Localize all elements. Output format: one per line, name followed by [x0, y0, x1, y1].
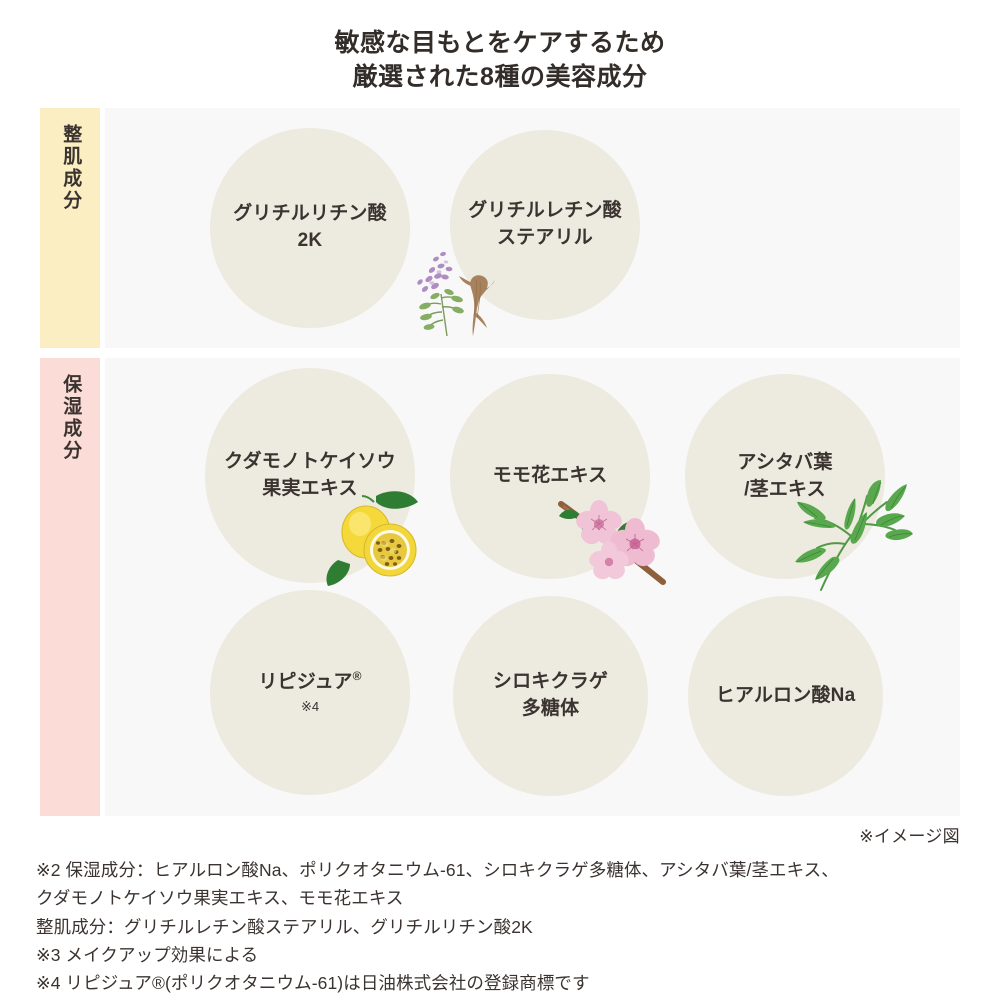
- category-band-seiki: 整肌成分: [40, 108, 100, 348]
- category-section-seiki: 整肌成分 グリチルリチン酸 2K グリチルレチン酸 ステアリル: [40, 108, 960, 348]
- ingredient-circle-tremella-polysaccharide[interactable]: シロキクラゲ 多糖体: [453, 596, 648, 796]
- page-title-line-2: 厳選された8種の美容成分: [352, 63, 648, 91]
- category-band-hoshitsu: 保湿成分: [40, 358, 100, 816]
- page-title-line-1: 敏感な目もとをケアするため: [334, 29, 666, 57]
- ingredient-name-line-1: グリチルレチン酸: [468, 200, 622, 222]
- ingredient-circle-peach-flower-extract[interactable]: モモ花エキス: [450, 374, 650, 579]
- ingredient-label: グリチルレチン酸 ステアリル: [468, 198, 622, 252]
- footnote-line: ※3 メイクアップ効果による: [36, 945, 259, 966]
- ingredient-name-line-2: /茎エキス: [744, 478, 826, 500]
- ingredient-footnote-ref: ※4: [300, 699, 320, 715]
- footnote-line: クダモノトケイソウ果実エキス、モモ花エキス: [36, 888, 404, 909]
- ingredient-label: グリチルリチン酸 2K: [233, 201, 387, 255]
- footnote-line: ※4 リピジュア®(ポリクオタニウム-61)は日油株式会社の登録商標です: [36, 973, 590, 994]
- ingredient-name-line-1: クダモノトケイソウ: [224, 450, 396, 472]
- ingredient-label: リピジュア® ※4: [258, 668, 361, 717]
- ingredient-label: モモ花エキス: [493, 463, 608, 490]
- category-panel-hoshitsu: クダモノトケイソウ 果実エキス モモ花エキス アシタバ葉 /茎エキス リピジュア…: [105, 358, 960, 816]
- ingredient-name-line-2: 2K: [297, 230, 323, 251]
- category-label-hoshitsu: 保湿成分: [60, 374, 82, 462]
- image-caption: ※イメージ図: [859, 827, 960, 846]
- ingredient-circle-glycyrrhizinate-2k[interactable]: グリチルリチン酸 2K: [210, 128, 410, 328]
- ingredient-label: シロキクラゲ 多糖体: [493, 669, 608, 723]
- ingredient-name-line-1: シロキクラゲ: [492, 671, 609, 693]
- ingredient-name-line-1: グリチルリチン酸: [233, 203, 387, 225]
- footnote-line: ※2 保湿成分：ヒアルロン酸Na、ポリクオタニウム-61、シロキクラゲ多糖体、ア…: [36, 860, 839, 880]
- ingredient-circle-sodium-hyaluronate[interactable]: ヒアルロン酸Na: [688, 596, 883, 796]
- category-section-hoshitsu: 保湿成分 クダモノトケイソウ 果実エキス モモ花エキス アシタバ葉 /茎エキス: [40, 358, 960, 816]
- ingredient-name-line-2: 果実エキス: [262, 477, 358, 499]
- ingredient-name-line-2: ステアリル: [496, 227, 593, 248]
- registered-trademark-mark: ®: [352, 669, 362, 684]
- category-panel-seiki: グリチルリチン酸 2K グリチルレチン酸 ステアリル: [105, 108, 960, 348]
- ingredient-circle-stearyl-glycyrrhetinate[interactable]: グリチルレチン酸 ステアリル: [450, 130, 640, 320]
- ingredient-label: アシタバ葉 /茎エキス: [737, 450, 832, 504]
- category-label-seiki: 整肌成分: [60, 124, 82, 212]
- ingredient-label: クダモノトケイソウ 果実エキス: [224, 449, 396, 503]
- ingredient-name-line-1: ヒアルロン酸Na: [715, 684, 856, 706]
- ingredient-circle-passionfruit-extract[interactable]: クダモノトケイソウ 果実エキス: [205, 368, 415, 583]
- ingredient-name-line-1: リピジュア: [258, 671, 353, 693]
- ingredient-circle-lipidure[interactable]: リピジュア® ※4: [210, 590, 410, 795]
- ingredient-name-line-1: アシタバ葉: [737, 451, 833, 473]
- ingredient-name-line-1: モモ花エキス: [492, 465, 608, 487]
- page-title: 敏感な目もとをケアするため 厳選された8種の美容成分: [0, 26, 1000, 94]
- ingredient-circle-ashitaba-extract[interactable]: アシタバ葉 /茎エキス: [685, 374, 885, 579]
- ingredient-name-line-2: 多糖体: [521, 698, 580, 719]
- footnotes: ※2 保湿成分：ヒアルロン酸Na、ポリクオタニウム-61、シロキクラゲ多糖体、ア…: [36, 856, 976, 998]
- ingredient-label: ヒアルロン酸Na: [716, 683, 856, 710]
- ingredient-chart: 整肌成分 グリチルリチン酸 2K グリチルレチン酸 ステアリル: [40, 108, 960, 816]
- footnote-line: 整肌成分：グリチルレチン酸ステアリル、グリチルリチン酸2K: [36, 916, 533, 937]
